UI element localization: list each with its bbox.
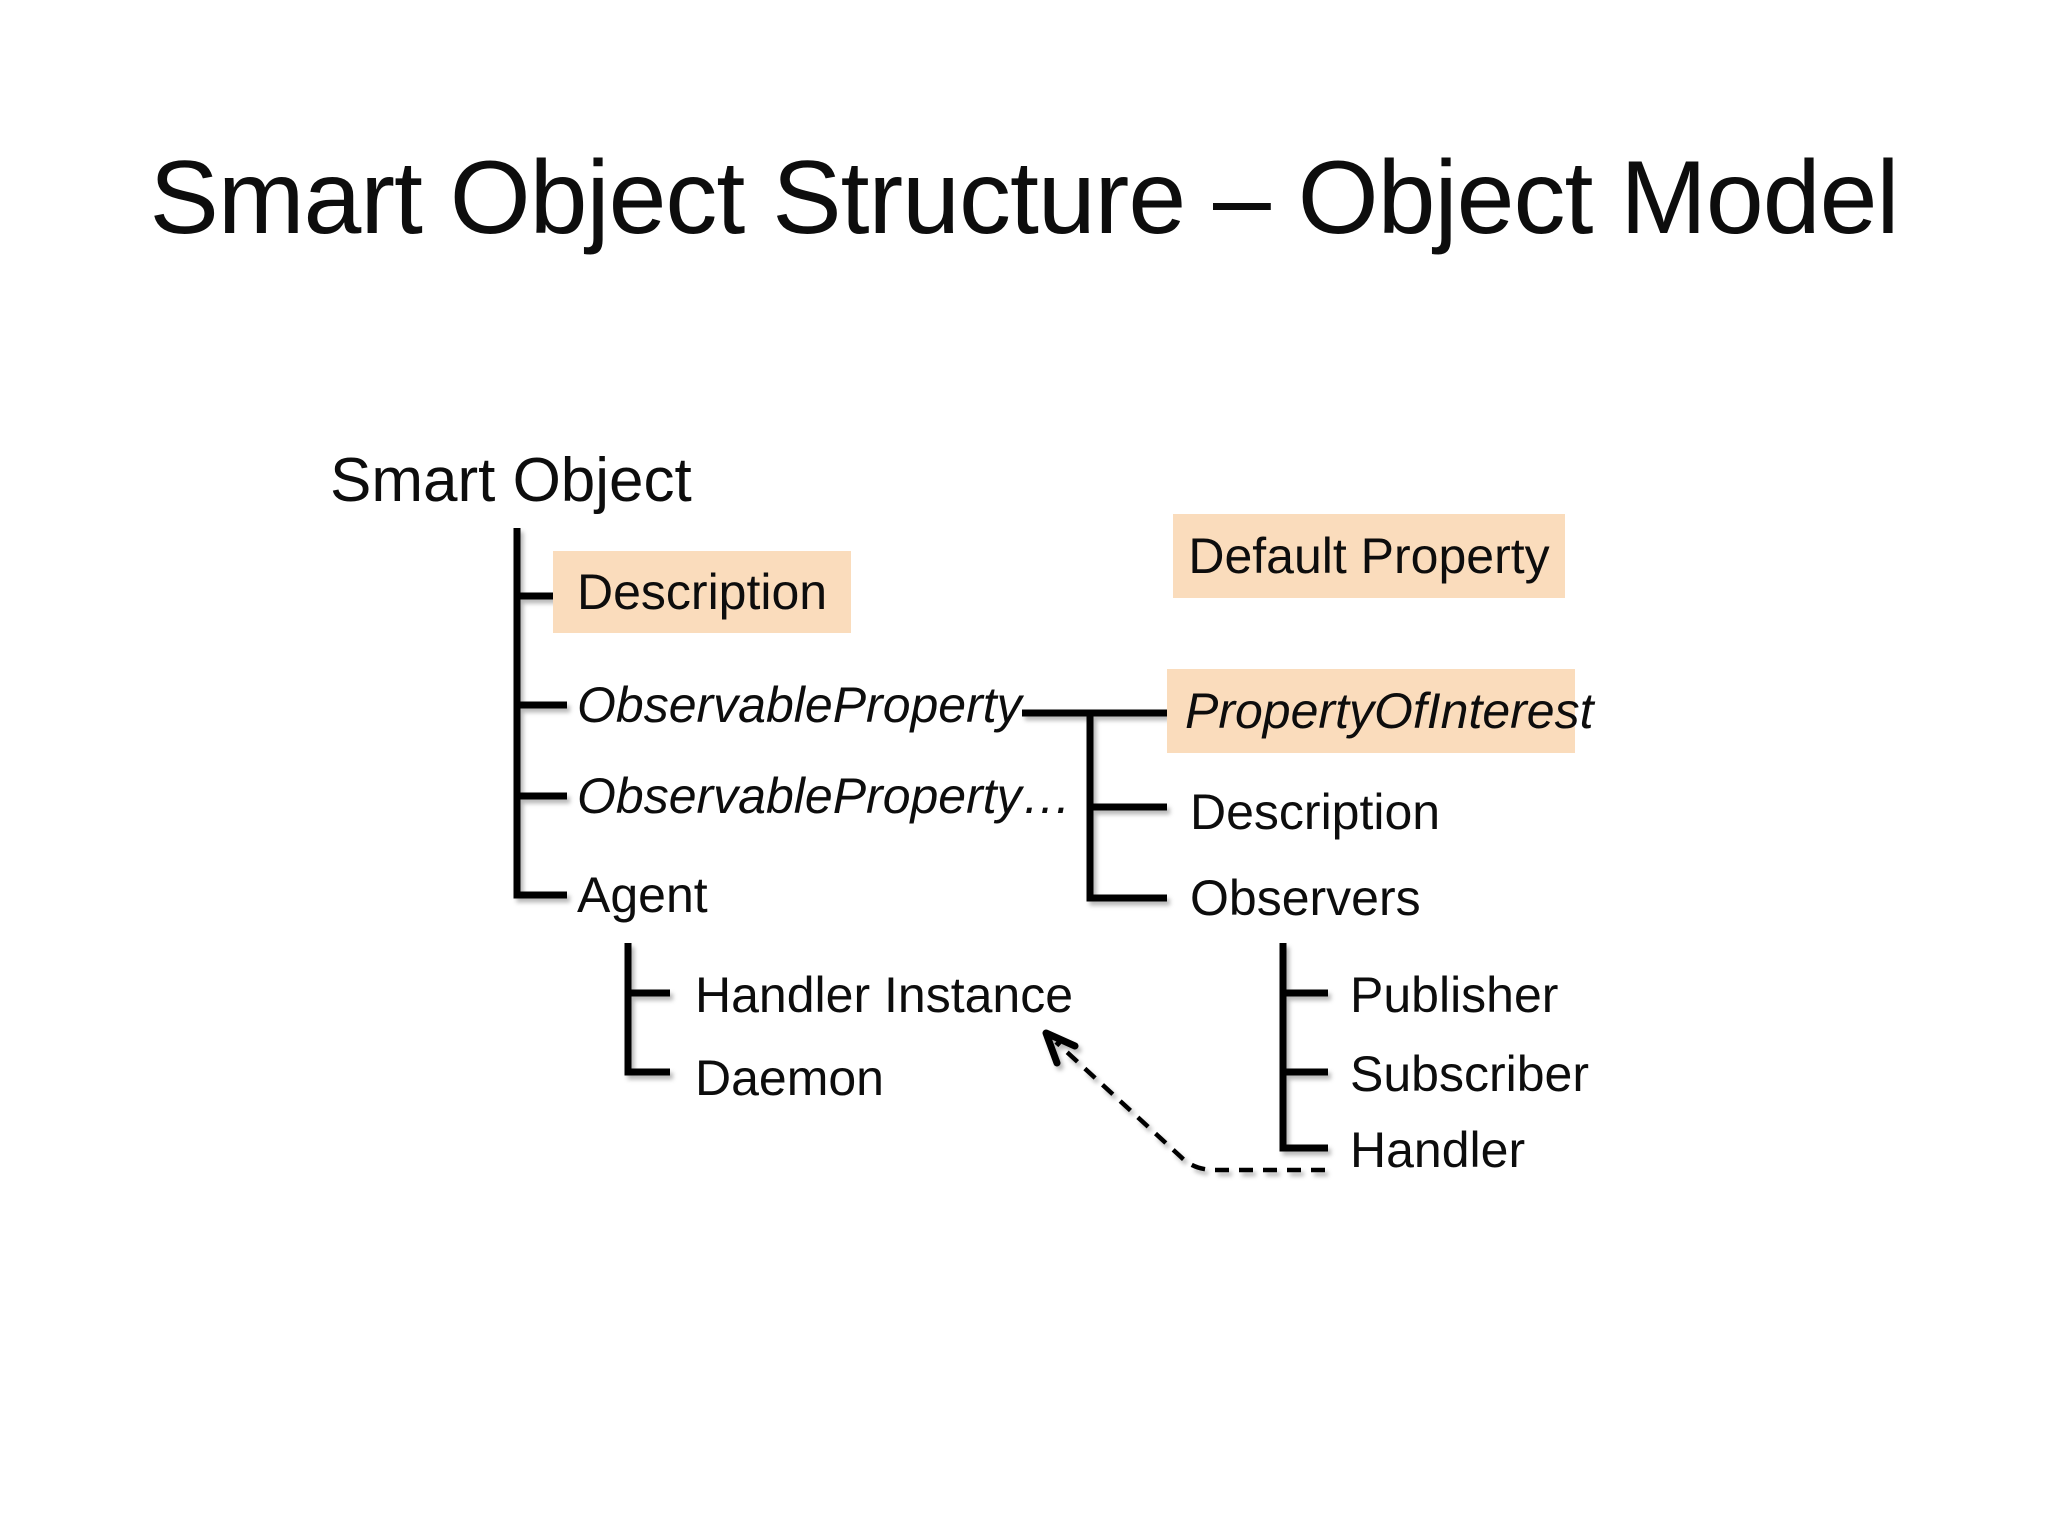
node-observable-property: ObservableProperty — [577, 677, 1022, 733]
left-tree-trunk — [513, 528, 567, 899]
node-observers: Observers — [1190, 870, 1421, 926]
node-description: Description — [553, 551, 852, 633]
node-handler: Handler — [1350, 1122, 1526, 1178]
node-property-of-interest: PropertyOfInterest — [1167, 669, 1594, 753]
dashed-arrow-head-icon — [1042, 1029, 1079, 1067]
right-tree-trunk — [1086, 713, 1167, 902]
node-daemon: Daemon — [695, 1050, 884, 1106]
node-observable-property-more: ObservableProperty… — [577, 768, 1072, 824]
dashed-arrow-line — [1054, 1040, 1325, 1173]
agent-subtree-trunk — [624, 943, 670, 1076]
node-smart-object: Smart Object — [330, 446, 692, 515]
observers-subtree-trunk — [1279, 943, 1328, 1152]
node-publisher: Publisher — [1350, 967, 1559, 1023]
label-default-property: Default Property — [1173, 514, 1565, 598]
node-handler-instance: Handler Instance — [695, 967, 1074, 1023]
node-subscriber: Subscriber — [1350, 1046, 1589, 1102]
node-description-right: Description — [1190, 784, 1441, 840]
slide-title: Smart Object Structure – Object Model — [149, 140, 1899, 256]
node-agent: Agent — [577, 867, 708, 923]
